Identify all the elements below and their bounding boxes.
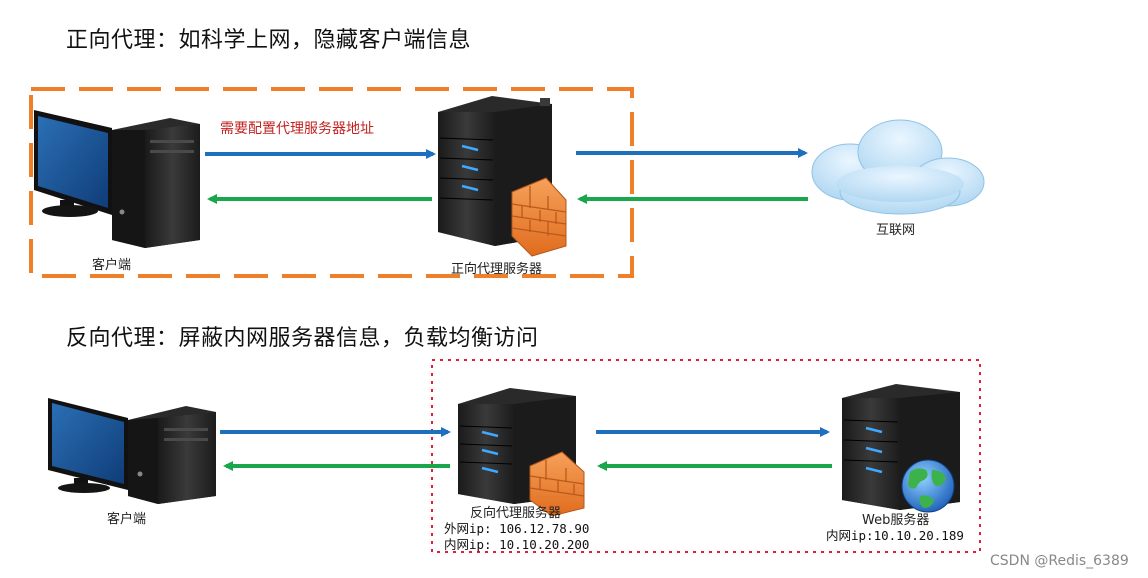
reverse-client-label: 客户端: [107, 512, 147, 527]
reverse-proxy-boundary: [431, 359, 981, 553]
internet-label: 互联网: [876, 223, 916, 238]
globe-icon: [901, 459, 955, 513]
forward-proxy-heading: 正向代理：如科学上网，隐藏客户端信息: [66, 28, 472, 53]
forward-client-computer-icon: [34, 110, 200, 248]
reverse-proxy-inner-ip: 内网ip: 10.10.20.200: [444, 537, 590, 552]
reverse-proxy-heading: 反向代理：屏蔽内网服务器信息，负载均衡访问: [66, 326, 539, 351]
csdn-watermark: CSDN @Redis_6389: [990, 553, 1129, 569]
forward-proxy-boundary: [29, 87, 634, 278]
forward-proxy-label: 正向代理服务器: [451, 262, 543, 277]
forward-firewall-icon: [511, 177, 567, 257]
reverse-firewall-icon: [529, 451, 585, 517]
reverse-proxy-outer-ip: 外网ip: 106.12.78.90: [444, 521, 590, 536]
forward-client-label: 客户端: [92, 258, 132, 273]
web-server-label: Web服务器: [862, 513, 930, 528]
reverse-client-computer-icon: [48, 398, 216, 504]
reverse-proxy-label: 反向代理服务器: [470, 506, 562, 521]
web-server-ip: 内网ip:10.10.20.189: [826, 528, 964, 543]
forward-config-note: 需要配置代理服务器地址: [220, 121, 374, 137]
internet-cloud-icon: [811, 119, 985, 215]
